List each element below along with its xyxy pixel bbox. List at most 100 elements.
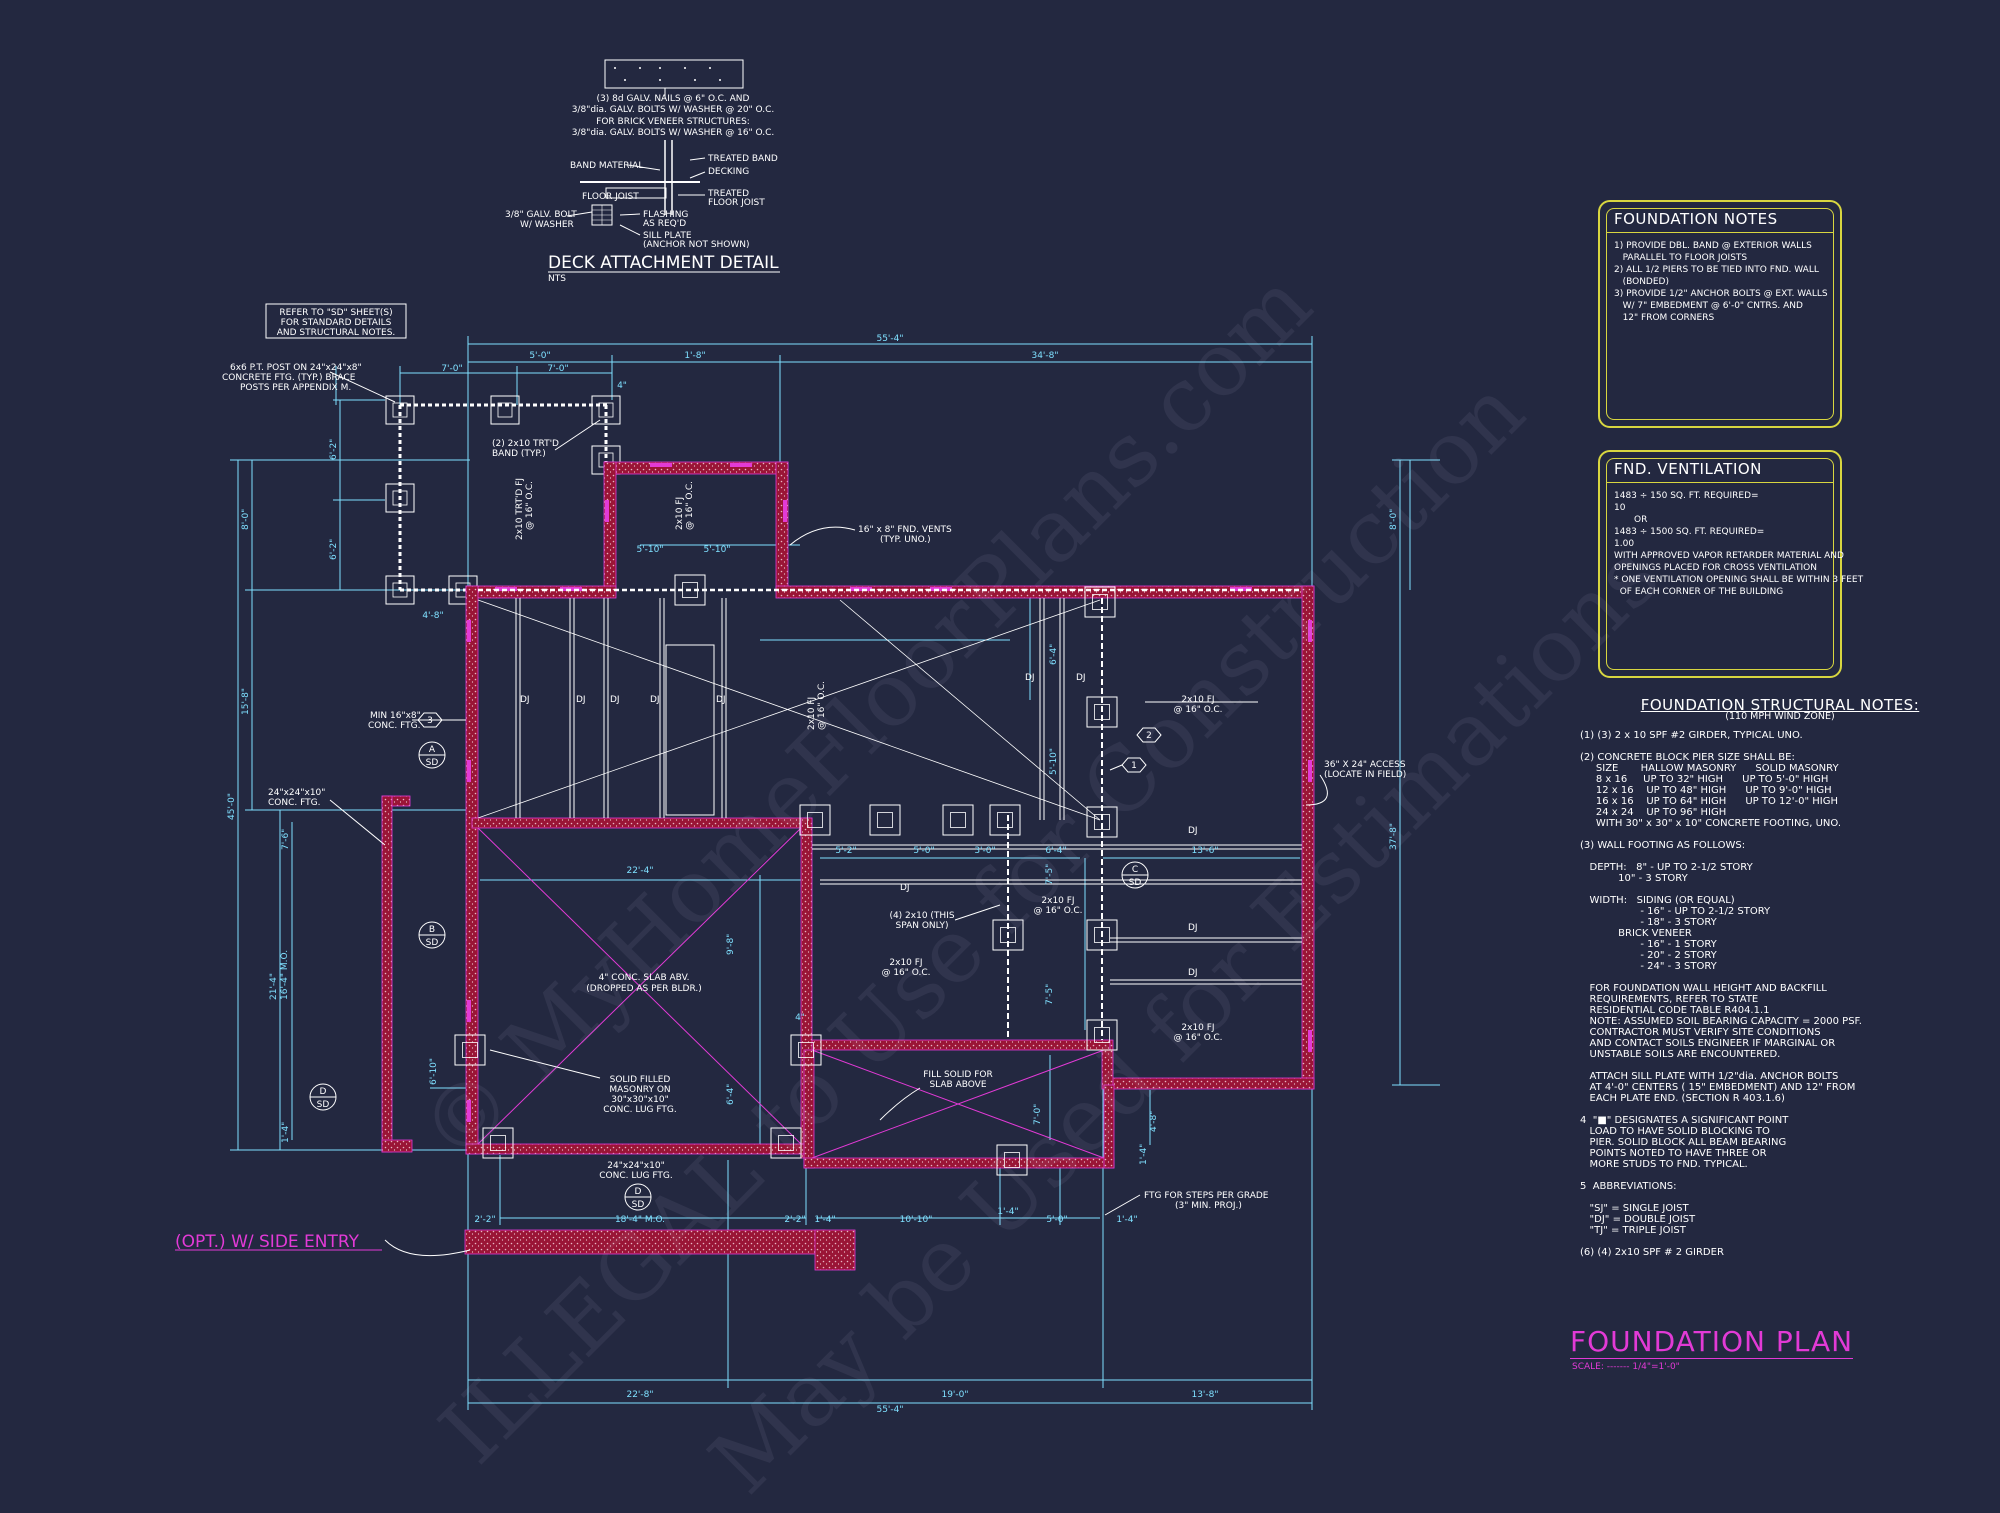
plan-labels: 6x6 P.T. POST ON 24"x24"x8" CONCRETE FTG… — [175, 363, 1406, 1257]
svg-text:36" X 24" ACCESS: 36" X 24" ACCESS — [1324, 760, 1406, 770]
structural-note-line: BRICK VENEER — [1580, 928, 1692, 939]
deck-detail-scale: NTS — [548, 274, 566, 284]
svg-text:@ 16" O.C.: @ 16" O.C. — [525, 481, 535, 530]
structural-note-line: REQUIREMENTS, REFER TO STATE — [1580, 994, 1759, 1005]
svg-text:1'-4": 1'-4" — [814, 1215, 835, 1225]
deck-note-3: FOR BRICK VENEER STRUCTURES: — [596, 117, 750, 127]
svg-text:4": 4" — [795, 1013, 805, 1023]
structural-note-line: WITH 30" x 30" x 10" CONCRETE FOOTING, U… — [1580, 818, 1842, 829]
svg-text:1'-8": 1'-8" — [684, 351, 705, 361]
svg-text:(DROPPED AS PER BLDR.): (DROPPED AS PER BLDR.) — [586, 984, 702, 994]
pier-core — [1092, 594, 1108, 610]
svg-text:1'-4": 1'-4" — [1139, 1144, 1149, 1165]
structural-note-line: PIER. SOLID BLOCK ALL BEAM BEARING — [1580, 1137, 1787, 1148]
svg-text:A: A — [429, 745, 436, 755]
svg-text:SOLID FILLED: SOLID FILLED — [610, 1075, 671, 1085]
svg-text:DJ: DJ — [1188, 923, 1198, 933]
pier — [454, 1034, 486, 1066]
section-markers: ASD BSD CSD DSD DSD 1 2 3 — [309, 712, 1162, 1211]
svg-text:SPAN ONLY): SPAN ONLY) — [896, 921, 949, 931]
svg-text:34'-8": 34'-8" — [1031, 351, 1058, 361]
svg-text:@ 16" O.C.: @ 16" O.C. — [685, 481, 695, 530]
svg-text:DJ: DJ — [1188, 968, 1198, 978]
structural-notes: FOUNDATION STRUCTURAL NOTES: (110 MPH WI… — [1580, 698, 1980, 1259]
pier-core — [1094, 814, 1110, 830]
svg-text:6'-10": 6'-10" — [429, 1058, 439, 1085]
deck-note-1: (3) 8d GALV. NAILS @ 6" O.C. AND — [597, 94, 750, 104]
svg-text:CONC. FTG.: CONC. FTG. — [368, 721, 420, 731]
deck-label-band-material: BAND MATERIAL — [570, 161, 643, 171]
svg-text:@ 16" O.C.: @ 16" O.C. — [817, 681, 827, 730]
deck-label-treated: TREATED — [707, 189, 749, 199]
structural-note-line: "TJ" = TRIPLE JOIST — [1580, 1225, 1686, 1236]
pier-core — [778, 1135, 794, 1151]
structural-note-line: - 16" - UP TO 2-1/2 STORY — [1580, 906, 1771, 917]
structural-note-line: NOTE: ASSUMED SOIL BEARING CAPACITY = 20… — [1580, 1016, 1862, 1027]
structural-note-line: (1) (3) 2 x 10 SPF #2 GIRDER, TYPICAL UN… — [1580, 730, 1803, 741]
svg-text:16'-4" M.O.: 16'-4" M.O. — [280, 950, 290, 1000]
deck-post — [385, 483, 415, 513]
svg-text:2x10 FJ: 2x10 FJ — [807, 697, 817, 730]
pier — [1086, 1019, 1118, 1051]
section-marker-c: CSD — [1121, 861, 1149, 889]
structural-note-line: MORE STUDS TO FND. TYPICAL. — [1580, 1159, 1748, 1170]
structural-note-line: 4 "■" DESIGNATES A SIGNIFICANT POINT — [1580, 1115, 1789, 1126]
pier — [996, 1144, 1028, 1176]
structural-note-line — [1580, 741, 1980, 752]
structural-note-line: 16 x 16 UP TO 64" HIGH UP TO 12'-0" HIGH — [1580, 796, 1838, 807]
svg-text:2: 2 — [1146, 731, 1152, 741]
svg-text:22'-8": 22'-8" — [626, 1390, 653, 1400]
svg-text:5'-0": 5'-0" — [529, 351, 550, 361]
structural-note-line: "SJ" = SINGLE JOIST — [1580, 1203, 1689, 1214]
structural-note-line: AT 4'-0" CENTERS ( 15" EMBEDMENT) AND 12… — [1580, 1082, 1856, 1093]
svg-text:2x10 FJ: 2x10 FJ — [889, 958, 922, 968]
svg-text:(4) 2x10 (THIS: (4) 2x10 (THIS — [889, 911, 954, 921]
deck-post-core — [392, 402, 408, 418]
svg-text:4'-8": 4'-8" — [1149, 1111, 1159, 1132]
structural-note-line: 10" - 3 STORY — [1580, 873, 1688, 884]
svg-text:2x10 TRT'D FJ: 2x10 TRT'D FJ — [515, 478, 525, 540]
svg-text:55'-4": 55'-4" — [876, 334, 903, 344]
pier — [989, 804, 1021, 836]
deck-post-core — [497, 402, 513, 418]
svg-text:13'-8": 13'-8" — [1191, 1390, 1218, 1400]
deck-label-as-reqd: AS REQ'D — [643, 219, 686, 229]
pier — [1086, 696, 1118, 728]
svg-text:CONCRETE FTG. (TYP.) BRACE: CONCRETE FTG. (TYP.) BRACE — [222, 373, 356, 383]
deck-label-treated-joist: FLOOR JOIST — [708, 198, 765, 208]
structural-note-line: 5 ABBREVIATIONS: — [1580, 1181, 1677, 1192]
svg-text:4" CONC. SLAB ABV.: 4" CONC. SLAB ABV. — [599, 973, 690, 983]
deck-attachment-detail: (3) 8d GALV. NAILS @ 6" O.C. AND 3/8"dia… — [505, 59, 780, 284]
svg-text:5'-10": 5'-10" — [636, 545, 663, 555]
svg-text:2x10 FJ: 2x10 FJ — [1181, 1023, 1214, 1033]
svg-text:15'-8": 15'-8" — [241, 688, 251, 715]
pier-core — [682, 582, 698, 598]
pier — [770, 1127, 802, 1159]
deck-post-core — [392, 490, 408, 506]
pier — [674, 574, 706, 606]
pier — [790, 1034, 822, 1066]
svg-text:5'-10": 5'-10" — [703, 545, 730, 555]
svg-text:SD: SD — [317, 1100, 330, 1110]
structural-note-line: - 20" - 2 STORY — [1580, 950, 1717, 961]
svg-text:2x10 FJ: 2x10 FJ — [675, 497, 685, 530]
structural-note-line: SIZE HALLOW MASONRY SOLID MASONRY — [1580, 763, 1839, 774]
svg-text:DJ: DJ — [520, 695, 530, 705]
structural-note-line: (3) WALL FOOTING AS FOLLOWS: — [1580, 840, 1746, 851]
svg-text:4": 4" — [617, 381, 627, 391]
pier-core — [1004, 1152, 1020, 1168]
foundation-notes-title: FOUNDATION NOTES — [1614, 210, 1778, 228]
svg-text:37'-8": 37'-8" — [1389, 823, 1399, 850]
svg-text:POSTS PER APPENDIX M.: POSTS PER APPENDIX M. — [240, 383, 351, 393]
deck-post-core — [392, 582, 408, 598]
svg-text:7'-5": 7'-5" — [1045, 984, 1055, 1005]
structural-note-line — [1580, 1104, 1980, 1115]
svg-text:CONC. LUG FTG.: CONC. LUG FTG. — [599, 1171, 672, 1181]
structural-note-line: - 18" - 3 STORY — [1580, 917, 1717, 928]
callout-1: 1 — [1109, 757, 1147, 773]
structural-note-line — [1580, 1192, 1980, 1203]
svg-text:AND STRUCTURAL NOTES.: AND STRUCTURAL NOTES. — [277, 328, 396, 338]
svg-text:SD: SD — [632, 1200, 645, 1210]
svg-text:5'-0": 5'-0" — [913, 846, 934, 856]
